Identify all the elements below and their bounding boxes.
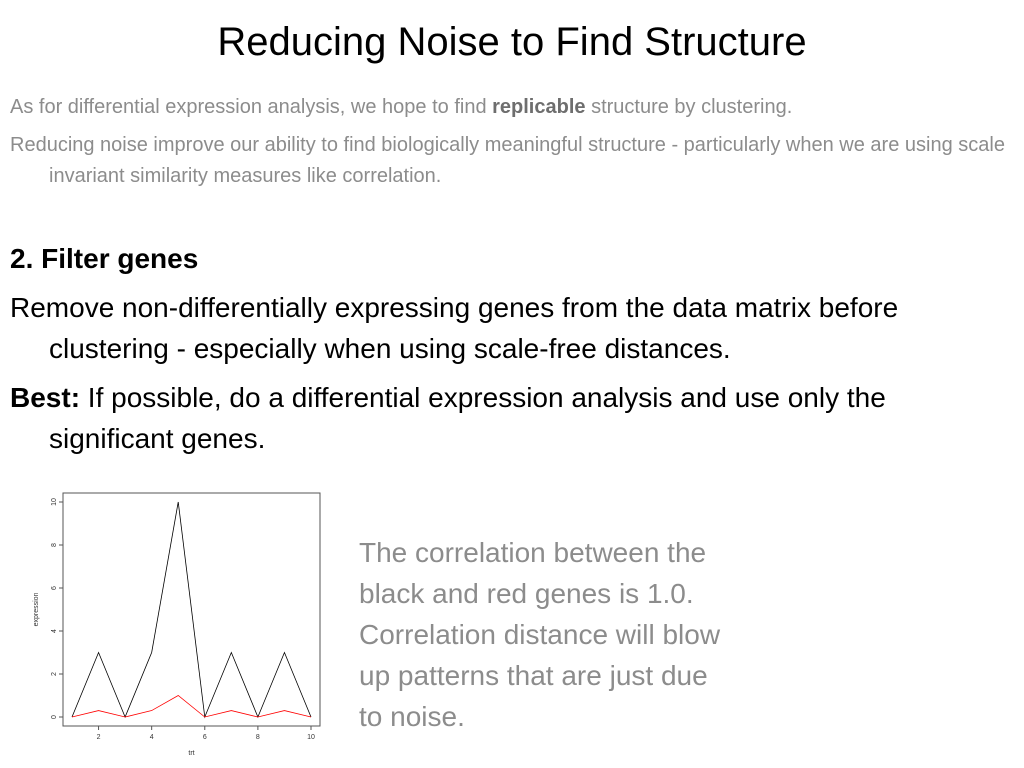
y-axis-label: expression (33, 592, 40, 626)
x-tick-label: 10 (307, 734, 315, 741)
x-axis-label: trt (188, 750, 194, 757)
y-axis: 0 2 4 6 8 10 (51, 498, 63, 719)
y-tick-label: 8 (51, 543, 58, 547)
body-paragraph-remove: Remove non-differentially expressing gen… (10, 292, 899, 364)
y-tick-label: 10 (51, 498, 58, 506)
chart-caption: The correlation between the black and re… (359, 537, 721, 732)
plot-frame (62, 492, 321, 727)
x-tick-label: 4 (150, 734, 154, 741)
intro-text-before: As for differential expression analysis,… (10, 96, 493, 118)
body-bold-best: Best: (10, 382, 81, 413)
x-axis: 2 4 6 8 10 (97, 726, 315, 741)
body-text-best: If possible, do a differential expressio… (49, 382, 886, 454)
intro-bold-replicable: replicable (492, 96, 586, 118)
x-tick-label: 2 (97, 734, 101, 741)
x-tick-label: 8 (256, 734, 260, 741)
expression-line-chart: 0 2 4 6 8 10 2 4 6 8 10 trt expression (28, 490, 338, 762)
slide-title: Reducing Noise to Find Structure (217, 20, 807, 64)
section-heading: 2. Filter genes (10, 243, 199, 274)
y-tick-label: 0 (51, 715, 58, 719)
y-tick-label: 4 (51, 629, 58, 633)
intro-paragraph-noise: Reducing noise improve our ability to fi… (10, 134, 1005, 187)
x-tick-label: 6 (203, 734, 207, 741)
series-layer (71, 501, 312, 719)
y-tick-label: 6 (51, 586, 58, 590)
series-line-black-gene (71, 501, 312, 719)
series-line-red-gene (71, 695, 312, 718)
body-paragraph-best: Best: If possible, do a differential exp… (10, 377, 1016, 459)
chart-svg: 0 2 4 6 8 10 2 4 6 8 10 trt expression (33, 492, 321, 757)
intro-text-after: structure by clustering. (585, 96, 793, 118)
y-tick-label: 2 (51, 672, 58, 676)
intro-paragraph-replicable: As for differential expression analysis,… (10, 92, 1016, 123)
